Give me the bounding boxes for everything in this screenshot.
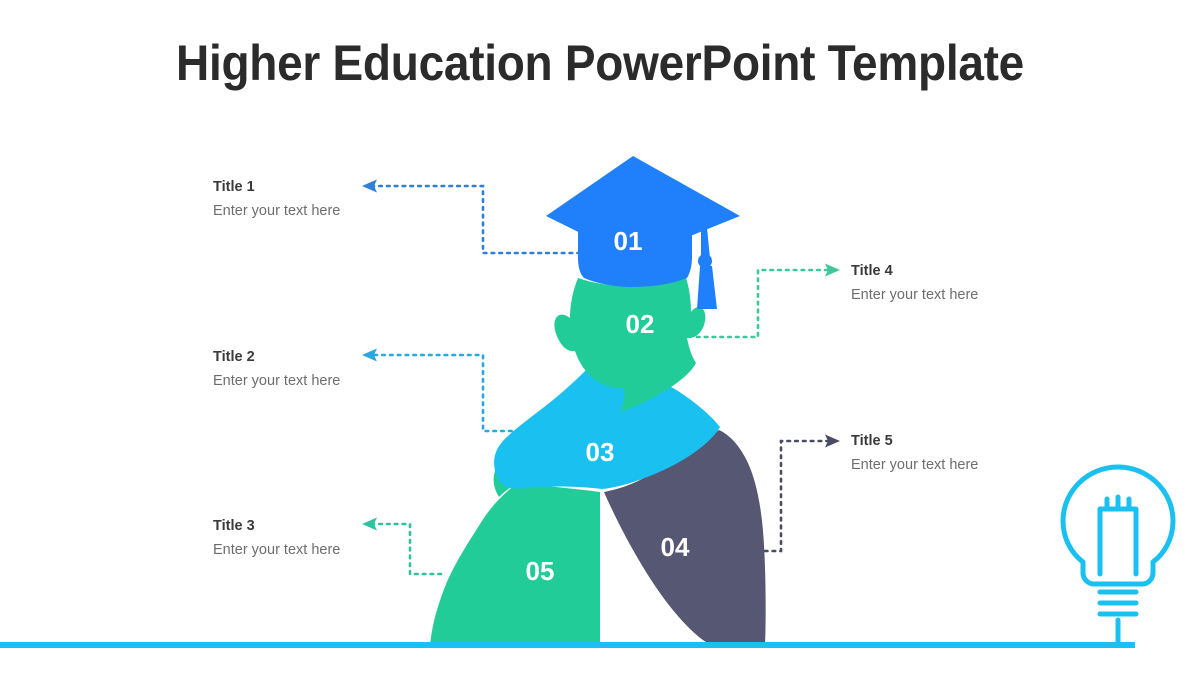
label-subtitle-1: Enter your text here <box>213 203 341 220</box>
label-subtitle-4: Enter your text here <box>851 287 979 304</box>
label-title-4: Title 4 <box>851 263 893 279</box>
label-block-title-3[interactable]: Title 3 Enter your text here <box>213 517 340 559</box>
label-title-5: Title 5 <box>851 433 893 449</box>
connector-title-5 <box>755 434 840 553</box>
label-block-title-1[interactable]: Title 1 Enter your text here <box>213 178 340 220</box>
label-subtitle-3: Enter your text here <box>213 542 341 559</box>
connector-title-1 <box>362 179 582 255</box>
label-title-1: Title 1 <box>213 179 255 195</box>
figure-segment-02: 02 <box>554 278 706 412</box>
label-subtitle-2: Enter your text here <box>213 373 341 390</box>
label-title-3: Title 3 <box>213 518 255 534</box>
connector-title-4 <box>695 263 840 339</box>
segment-number-03: 03 <box>586 437 615 467</box>
page-title: Higher Education PowerPoint Template <box>175 35 1024 91</box>
connector-title-2 <box>362 348 537 433</box>
segment-number-02: 02 <box>626 309 655 339</box>
segment-number-01: 01 <box>614 226 643 256</box>
label-block-title-4[interactable]: Title 4 Enter your text here <box>851 262 978 304</box>
lightbulb-icon <box>1060 464 1176 648</box>
segment-number-05: 05 <box>526 556 555 586</box>
label-title-2: Title 2 <box>213 349 255 365</box>
figure-segment-01: 01 <box>546 156 740 309</box>
segment-number-04: 04 <box>661 532 690 562</box>
label-subtitle-5: Enter your text here <box>851 457 979 474</box>
figure-segment-04: 04 <box>604 430 766 646</box>
figure-segment-03: 03 <box>494 365 720 489</box>
connector-title-3 <box>362 517 443 576</box>
label-block-title-2[interactable]: Title 2 Enter your text here <box>213 348 340 390</box>
label-block-title-5[interactable]: Title 5 Enter your text here <box>851 432 978 474</box>
